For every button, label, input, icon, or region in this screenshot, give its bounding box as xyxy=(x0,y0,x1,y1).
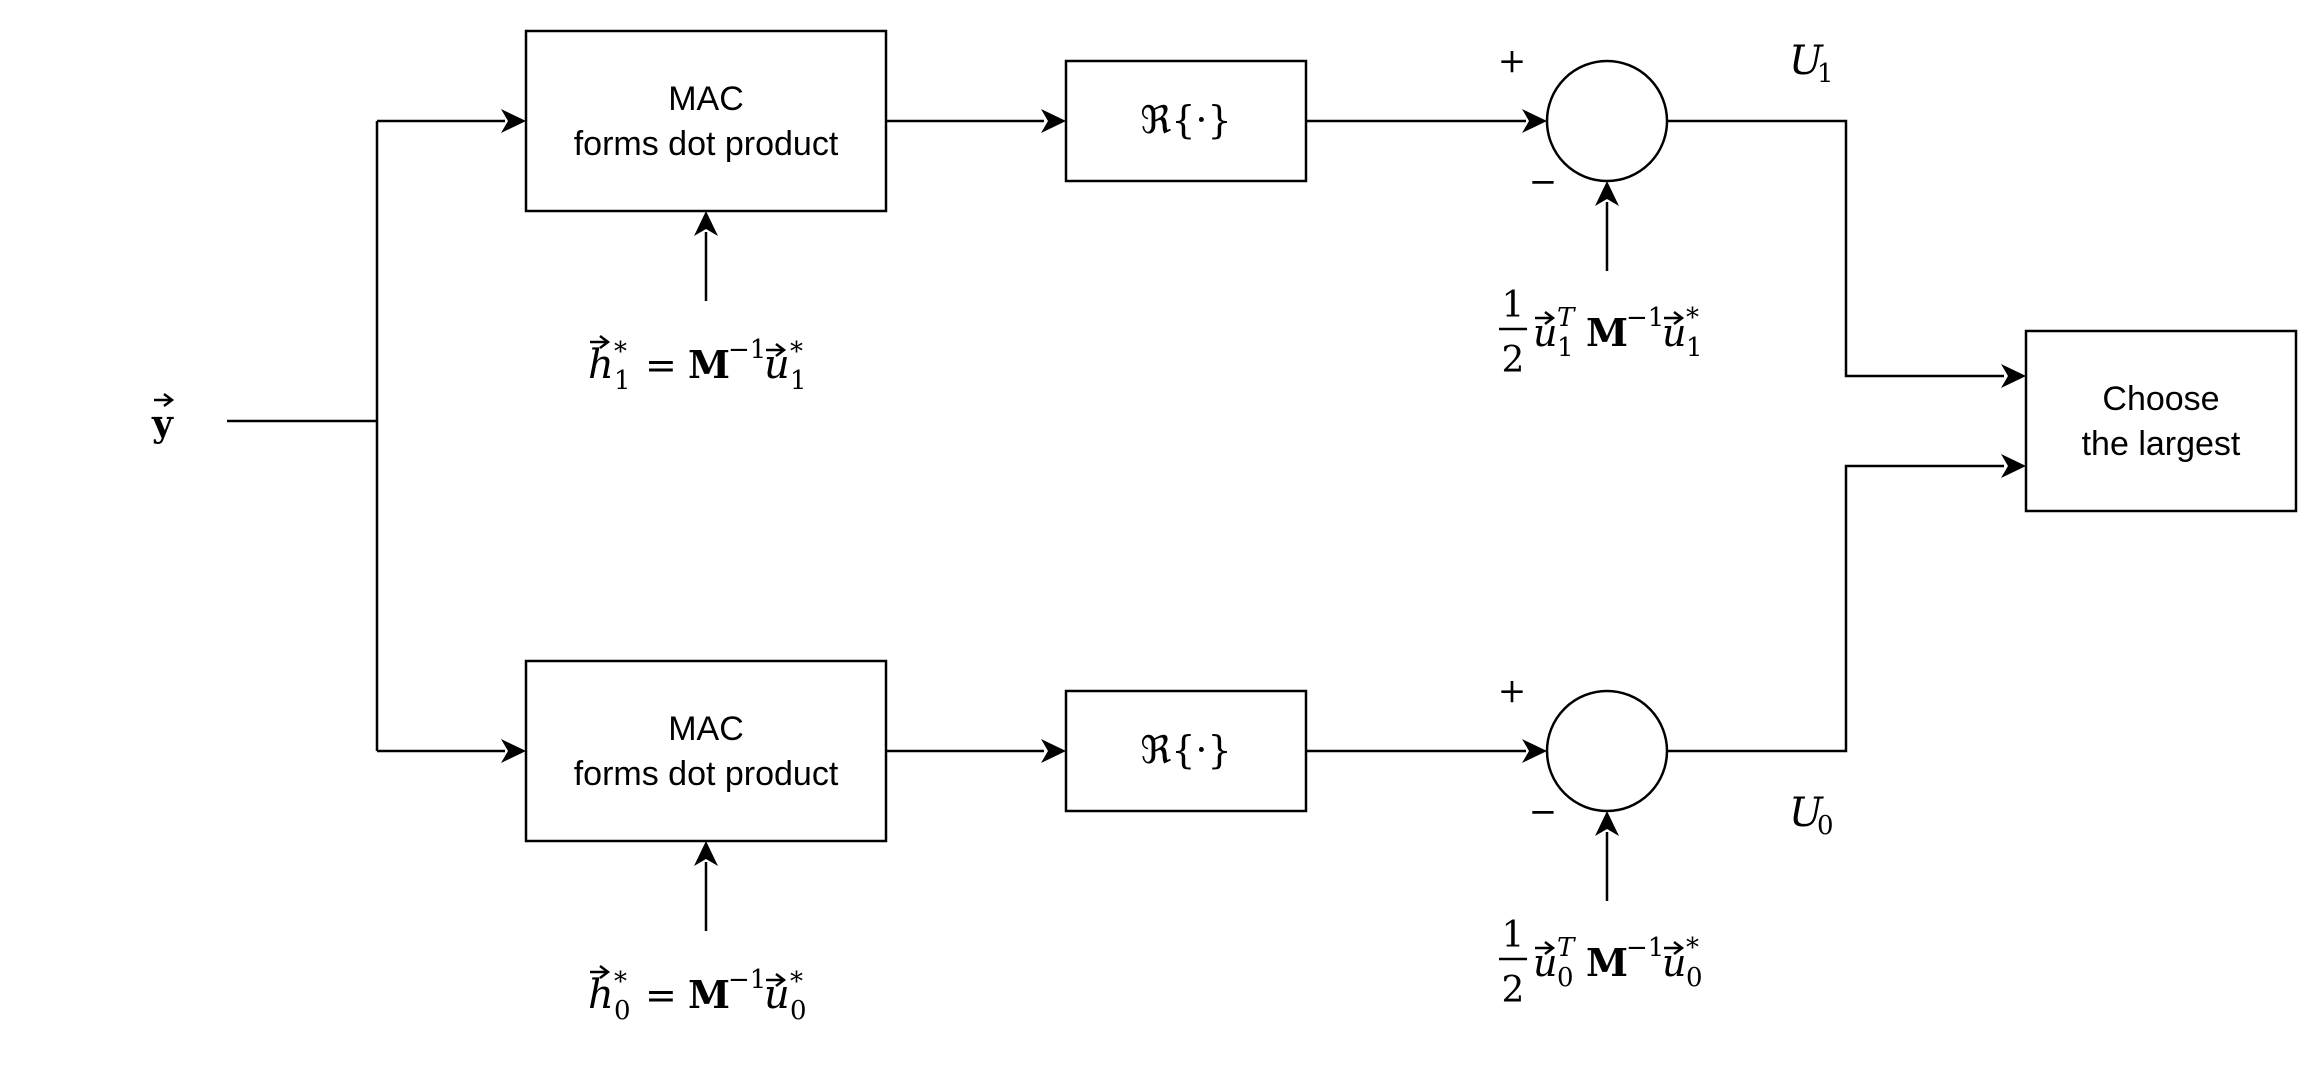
choose-largest-block xyxy=(2024,329,2298,513)
real-part-operator-1: ℜ{·} xyxy=(1140,98,1231,142)
output-0-symbol: U xyxy=(1789,790,1824,836)
output-0-index: 0 xyxy=(1817,811,1834,841)
input-label: y xyxy=(151,393,175,445)
arrowhead-chooser-1 xyxy=(2001,364,2026,388)
filter-0-matrix: M xyxy=(688,972,730,1017)
arrowhead-mac-1 xyxy=(501,109,526,133)
branch-1: MAC forms dot product ℜ{·} + − h * 1 = M… xyxy=(524,29,2026,396)
arrowhead-sum-0 xyxy=(1522,739,1547,763)
filter-1-h-index: 1 xyxy=(614,366,631,396)
wire-sum0-to-chooser xyxy=(1667,464,2004,753)
chooser: Choose the largest xyxy=(2024,329,2298,513)
wire-sum1-to-chooser xyxy=(1667,119,2004,378)
output-1-symbol: U xyxy=(1789,38,1824,84)
bias-1-u-index: 1 xyxy=(1557,333,1574,363)
mac-block-1-title: MAC xyxy=(668,80,744,118)
arrowhead-mac-0 xyxy=(501,739,526,763)
bias-0-matrix: M xyxy=(1586,940,1628,985)
mac-block-0-subtitle: forms dot product xyxy=(574,755,839,793)
bias-0-u2-conj: * xyxy=(1686,933,1699,963)
filter-0-equals: = xyxy=(645,973,677,1017)
filter-1-h: h xyxy=(588,342,614,388)
filter-0-inverse: −1 xyxy=(728,965,766,995)
plus-sign-1: + xyxy=(1498,41,1527,81)
filter-1-h-vector-tip xyxy=(599,335,611,349)
minus-sign-1: − xyxy=(1529,162,1558,202)
bias-0-numerator: 1 xyxy=(1502,915,1525,956)
filter-0-h-conj: * xyxy=(614,967,627,997)
minus-sign-0: − xyxy=(1529,792,1558,832)
bias-1-u2-vector-tip xyxy=(1673,311,1685,325)
plus-sign-0: + xyxy=(1498,671,1527,711)
filter-0-u-index: 0 xyxy=(790,996,807,1026)
bias-label-1: 1 2 u T 1 M −1 u * 1 xyxy=(1499,285,1703,381)
filter-1-u-index: 1 xyxy=(790,366,807,396)
filter-0-u-conj: * xyxy=(790,967,803,997)
bias-1-u2-index: 1 xyxy=(1686,333,1703,363)
choose-largest-line2: the largest xyxy=(2082,425,2241,463)
vector-arrow-accent-tip xyxy=(163,393,175,407)
filter-0-u-vector-tip xyxy=(775,973,787,987)
arrowhead-bias-0 xyxy=(1595,811,1619,836)
output-label-1: U 1 xyxy=(1789,38,1834,89)
choose-largest-line1: Choose xyxy=(2102,380,2219,418)
filter-0-h-index: 0 xyxy=(614,996,631,1026)
branch-0: MAC forms dot product ℜ{·} + − h * 0 = M… xyxy=(524,454,2026,1026)
arrowhead-real-0 xyxy=(1041,739,1066,763)
filter-label-0: h * 0 = M −1 u * 0 xyxy=(588,965,807,1026)
bias-1-u2-conj: * xyxy=(1686,303,1699,333)
filter-1-equals: = xyxy=(645,343,677,387)
filter-1-h-conj: * xyxy=(614,337,627,367)
filter-1-inverse: −1 xyxy=(728,335,766,365)
arrowhead-filter-1 xyxy=(694,211,718,236)
real-part-operator-0: ℜ{·} xyxy=(1140,728,1231,772)
bias-1-u-vector-tip xyxy=(1544,311,1556,325)
filter-0-h-vector-tip xyxy=(599,965,611,979)
bias-0-u2-index: 0 xyxy=(1686,963,1703,993)
output-label-0: U 0 xyxy=(1789,790,1834,841)
arrowhead-real-1 xyxy=(1041,109,1066,133)
mac-block-1-subtitle: forms dot product xyxy=(574,125,839,163)
bias-0-inverse: −1 xyxy=(1626,933,1664,963)
real-part-block-0 xyxy=(1064,689,1308,813)
arrowhead-bias-1 xyxy=(1595,181,1619,206)
bias-label-0: 1 2 u T 0 M −1 u * 0 xyxy=(1499,915,1703,1011)
bias-1-inverse: −1 xyxy=(1626,303,1664,333)
bias-0-u-index: 0 xyxy=(1557,963,1574,993)
filter-1-matrix: M xyxy=(688,342,730,387)
bias-1-numerator: 1 xyxy=(1502,285,1525,326)
summing-junction-0 xyxy=(1545,689,1669,813)
mac-block-0-title: MAC xyxy=(668,710,744,748)
filter-1-u-conj: * xyxy=(790,337,803,367)
bias-0-denominator: 2 xyxy=(1502,970,1525,1011)
filter-label-1: h * 1 = M −1 u * 1 xyxy=(588,335,807,396)
bias-1-transpose: T xyxy=(1557,303,1576,333)
mac-block-0 xyxy=(524,659,888,843)
bias-1-denominator: 2 xyxy=(1502,340,1525,381)
mac-block-1 xyxy=(524,29,888,213)
output-1-index: 1 xyxy=(1817,59,1834,89)
arrowhead-filter-0 xyxy=(694,841,718,866)
arrowhead-sum-1 xyxy=(1522,109,1547,133)
summing-junction-1 xyxy=(1545,59,1669,183)
bias-0-u-vector-tip xyxy=(1544,941,1556,955)
input-symbol: y xyxy=(151,403,174,445)
filter-1-u-vector-tip xyxy=(775,343,787,357)
bias-0-u2-vector-tip xyxy=(1673,941,1685,955)
arrowhead-chooser-0 xyxy=(2001,454,2026,478)
bias-1-matrix: M xyxy=(1586,310,1628,355)
bias-0-transpose: T xyxy=(1557,933,1576,963)
filter-0-h: h xyxy=(588,972,614,1018)
